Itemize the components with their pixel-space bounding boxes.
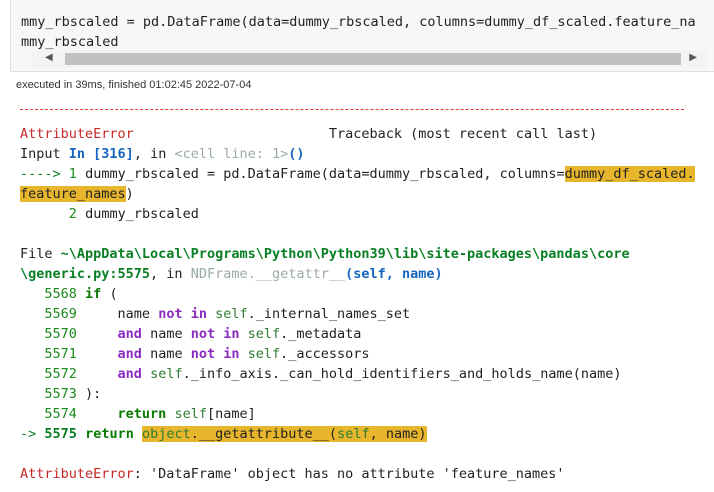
code-cell[interactable]: mmy_rbscaled = pd.DataFrame(data=dummy_r… [10,0,714,72]
traceback-header: Traceback (most recent call last) [328,126,598,142]
error-name: AttributeError [20,126,134,142]
code-line-1: mmy_rbscaled = pd.DataFrame(data=dummy_r… [21,14,696,30]
scrollbar-thumb[interactable] [65,53,681,65]
cell-line-ref: <cell line: 1> [174,146,289,162]
error-message: : 'DataFrame' object has no attribute 'f… [133,466,565,482]
function-name: NDFrame.__getattr__ [190,266,346,282]
traceback-output: AttributeError Traceback (most recent ca… [20,126,695,482]
file-path: ~\AppData\Local\Programs\Python\Python39… [60,246,630,262]
traceback-divider [20,109,684,110]
execution-status: executed in 39ms, finished 01:02:45 2022… [16,79,252,91]
highlight-span: feature_names [20,186,126,202]
horizontal-scrollbar[interactable]: ◀ ▶ [31,50,707,68]
final-error-name: AttributeError [20,466,134,482]
code-editor[interactable]: mmy_rbscaled = pd.DataFrame(data=dummy_r… [21,12,696,52]
code-line-2: mmy_rbscaled [21,34,119,50]
input-label: In [316] [68,146,134,162]
scroll-right-icon[interactable]: ▶ [689,52,697,63]
scroll-left-icon[interactable]: ◀ [45,52,53,63]
error-arrow: ----> [20,166,61,182]
highlight-span: dummy_df_scaled. [564,166,695,182]
